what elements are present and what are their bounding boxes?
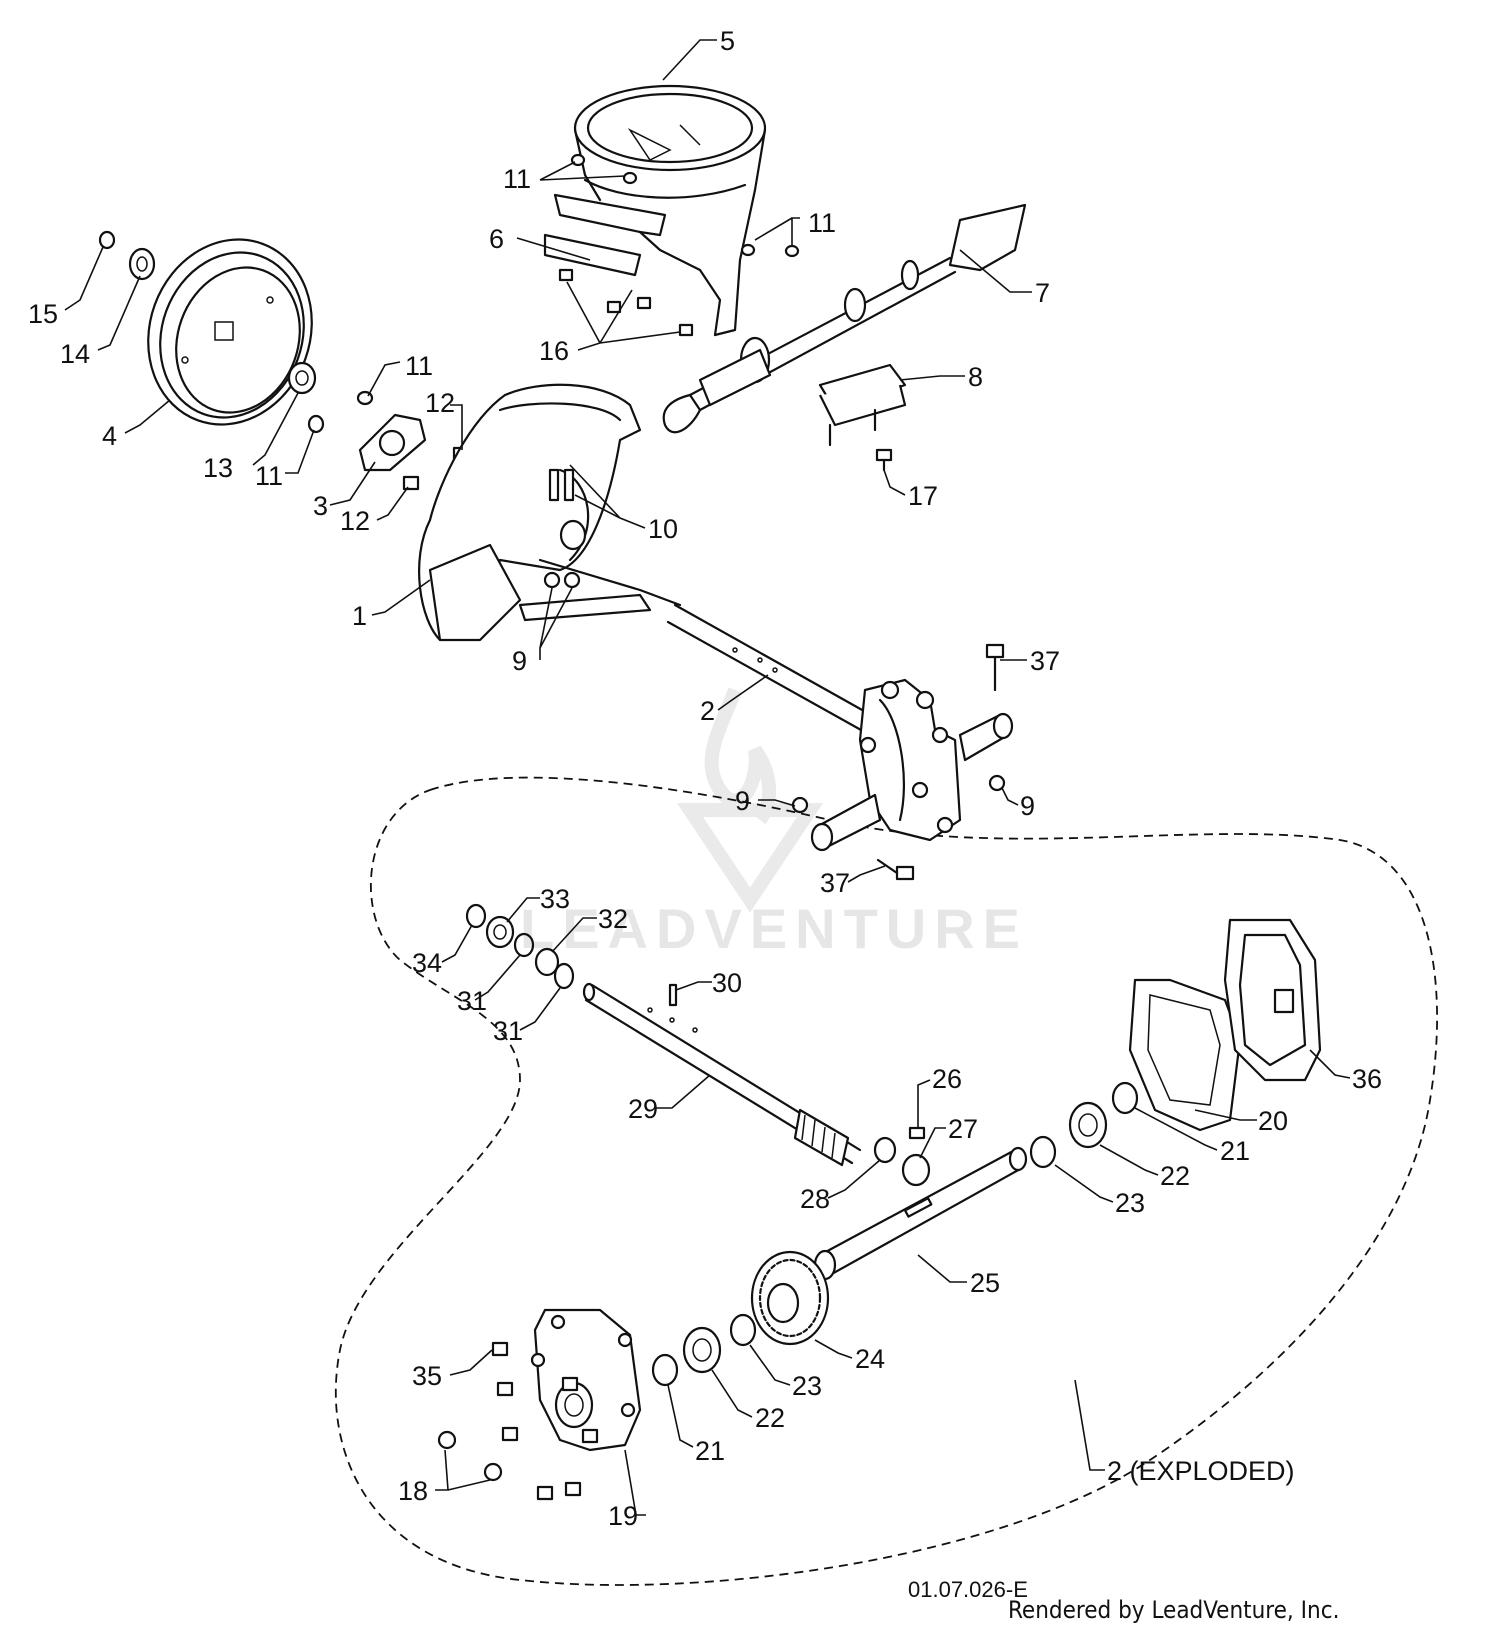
callout-13: 13 xyxy=(203,453,233,483)
nut-14-part xyxy=(128,247,156,281)
flange-bushing-22-part xyxy=(682,1101,1108,1374)
callout-11: 11 xyxy=(405,351,433,381)
auger-gearbox-assembly-part xyxy=(666,603,1014,852)
pin-30-part xyxy=(668,983,678,1007)
callout-labels: 5 11 11 6 7 15 14 11 16 8 12 4 13 11 3 1… xyxy=(28,26,1382,1531)
chute-crank-part xyxy=(662,203,1027,434)
nut-27-part xyxy=(901,1153,931,1187)
callout-37: 37 xyxy=(1030,646,1060,676)
callout-29: 29 xyxy=(628,1094,658,1124)
nut-11-small-part xyxy=(307,153,800,434)
callout-33: 33 xyxy=(540,884,570,914)
nut-15-part xyxy=(98,230,116,250)
callout-36: 36 xyxy=(1352,1064,1382,1094)
callout-37: 37 xyxy=(820,868,850,898)
discharge-chute-part xyxy=(543,84,767,337)
callout-2: 2 xyxy=(700,696,715,726)
render-credit: Rendered by LeadVenture, Inc. xyxy=(1008,1596,1339,1624)
callout-35: 35 xyxy=(412,1361,442,1391)
washer-28-part xyxy=(873,1136,897,1164)
callout-12: 12 xyxy=(425,388,455,418)
callout-32: 32 xyxy=(598,904,628,934)
bolt-37-part xyxy=(876,643,1005,881)
exploded-view-boundary xyxy=(334,776,1438,1586)
callout-31: 31 xyxy=(457,986,487,1016)
nut-9-part xyxy=(543,571,1006,814)
callout-19: 19 xyxy=(608,1501,638,1531)
callout-27: 27 xyxy=(948,1114,978,1144)
callout-14: 14 xyxy=(60,339,90,369)
plug-18-part xyxy=(437,1430,503,1482)
callout-10: 10 xyxy=(648,514,678,544)
callout-11: 11 xyxy=(503,164,531,194)
callout-1: 1 xyxy=(352,601,367,631)
screw-17-part xyxy=(875,448,893,472)
callout-8: 8 xyxy=(968,362,983,392)
callout-21: 21 xyxy=(1220,1136,1250,1166)
callout-9: 9 xyxy=(735,786,750,816)
worm-gear-part xyxy=(750,1250,830,1346)
gearcase-half-19-part xyxy=(530,1308,642,1452)
callout-30: 30 xyxy=(712,968,742,998)
callout-18: 18 xyxy=(398,1476,428,1506)
callout-28: 28 xyxy=(800,1184,830,1214)
exploded-view-label: 2 (EXPLODED) xyxy=(1107,1456,1295,1486)
bushing-33-part xyxy=(485,915,515,949)
callout-9: 9 xyxy=(512,646,527,676)
callout-16: 16 xyxy=(539,336,569,366)
callout-34: 34 xyxy=(412,948,442,978)
worm-shaft-part xyxy=(582,982,862,1167)
key-26-part xyxy=(908,1126,926,1140)
callout-11: 11 xyxy=(255,461,283,491)
callout-20: 20 xyxy=(1258,1106,1288,1136)
bearing-flange-part xyxy=(358,413,427,472)
callout-22: 22 xyxy=(755,1403,785,1433)
callout-4: 4 xyxy=(102,421,117,451)
callout-26: 26 xyxy=(932,1064,962,1094)
callout-24: 24 xyxy=(855,1344,885,1374)
bushing-13-part xyxy=(287,361,317,395)
callout-3: 3 xyxy=(313,491,328,521)
washer-31-part xyxy=(513,932,575,990)
bolt-16-part xyxy=(558,268,694,337)
callout-23: 23 xyxy=(792,1371,822,1401)
callout-9: 9 xyxy=(1020,791,1035,821)
drawing-number: 01.07.026-E xyxy=(908,1577,1028,1602)
callout-5: 5 xyxy=(720,26,735,56)
seal-21-part xyxy=(651,1081,1139,1387)
callout-7: 7 xyxy=(1035,278,1050,308)
seal-32-part xyxy=(534,947,560,977)
watermark-text: LEADVENTURE xyxy=(520,897,1028,960)
screw-35-part xyxy=(491,1341,599,1501)
callout-22: 22 xyxy=(1160,1161,1190,1191)
callout-23: 23 xyxy=(1115,1188,1145,1218)
gasket-part xyxy=(1128,978,1242,1132)
callout-21: 21 xyxy=(695,1436,725,1466)
bushing-34-part xyxy=(465,903,487,929)
washer-23-part xyxy=(729,1135,1057,1347)
chute-bracket-part xyxy=(818,363,907,447)
leader-lines xyxy=(64,39,1351,1516)
pulley-part xyxy=(147,238,313,426)
callout-12: 12 xyxy=(340,506,370,536)
callout-17: 17 xyxy=(908,481,938,511)
callout-25: 25 xyxy=(970,1268,1000,1298)
watermark-logo xyxy=(676,687,824,913)
callout-11: 11 xyxy=(808,208,836,238)
callout-15: 15 xyxy=(28,299,58,329)
callout-6: 6 xyxy=(489,224,504,254)
impeller-housing-part xyxy=(418,383,682,642)
callout-31: 31 xyxy=(493,1016,523,1046)
gearcase-half-36-part xyxy=(1223,918,1322,1082)
